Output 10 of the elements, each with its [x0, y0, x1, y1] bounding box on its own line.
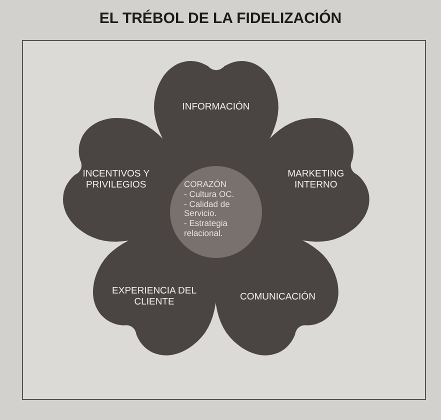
petal-label: INCENTIVOS Y PRIVILEGIOS — [82, 168, 151, 191]
petal-label: EXPERIENCIA DEL CLIENTE — [111, 286, 198, 308]
list-item: - Estrategia relacional. — [184, 219, 228, 239]
center-heading: CORAZÓN — [184, 180, 228, 190]
title: EL TRÉBOL DE LA FIDELIZACIÓN — [98, 10, 343, 27]
list-item: - Calidad de Servicio. — [184, 200, 231, 220]
list-item: - Cultura OC. — [184, 190, 236, 200]
petal-label: COMUNICACIÓN — [238, 291, 316, 303]
petal-label: INFORMACIÓN — [181, 101, 251, 113]
petal-label: MARKETING INTERNO — [286, 168, 346, 191]
